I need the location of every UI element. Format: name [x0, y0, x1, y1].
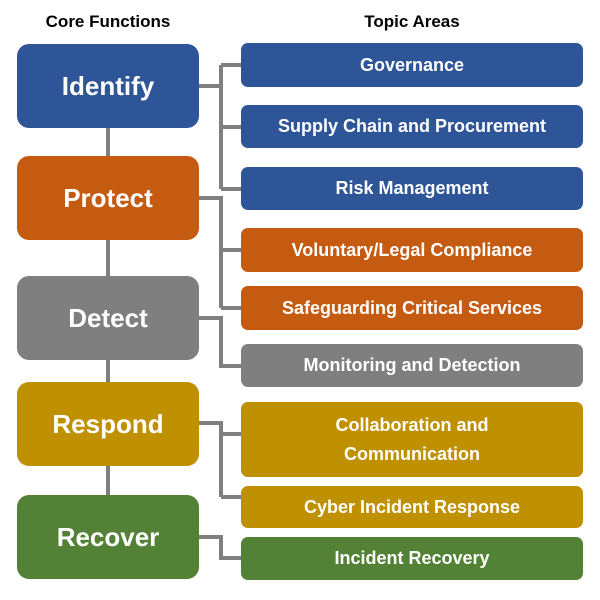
topic-supply-chain: Supply Chain and Procurement	[241, 105, 583, 148]
respond-connector	[199, 421, 241, 499]
core-identify: Identify	[17, 44, 199, 128]
topic-risk-management: Risk Management	[241, 167, 583, 210]
recover-connector	[199, 535, 241, 560]
topic-voluntary-legal-compliance: Voluntary/Legal Compliance	[241, 228, 583, 272]
topic-collaboration-communication: Collaboration and Communication	[241, 402, 583, 477]
topic-monitoring-detection: Monitoring and Detection	[241, 344, 583, 387]
core-functions-header: Core Functions	[45, 12, 171, 31]
protect-connector	[199, 196, 241, 310]
core-detect: Detect	[17, 276, 199, 360]
core-protect: Protect	[17, 156, 199, 240]
topic-governance: Governance	[241, 43, 583, 87]
identify-connector	[199, 63, 241, 191]
detect-connector	[199, 316, 241, 368]
core-recover: Recover	[17, 495, 199, 579]
core-respond: Respond	[17, 382, 199, 466]
topic-incident-recovery: Incident Recovery	[241, 537, 583, 580]
topic-areas-header: Topic Areas	[364, 12, 460, 31]
topic-cyber-incident-response: Cyber Incident Response	[241, 486, 583, 528]
topic-safeguarding-critical-services: Safeguarding Critical Services	[241, 286, 583, 330]
